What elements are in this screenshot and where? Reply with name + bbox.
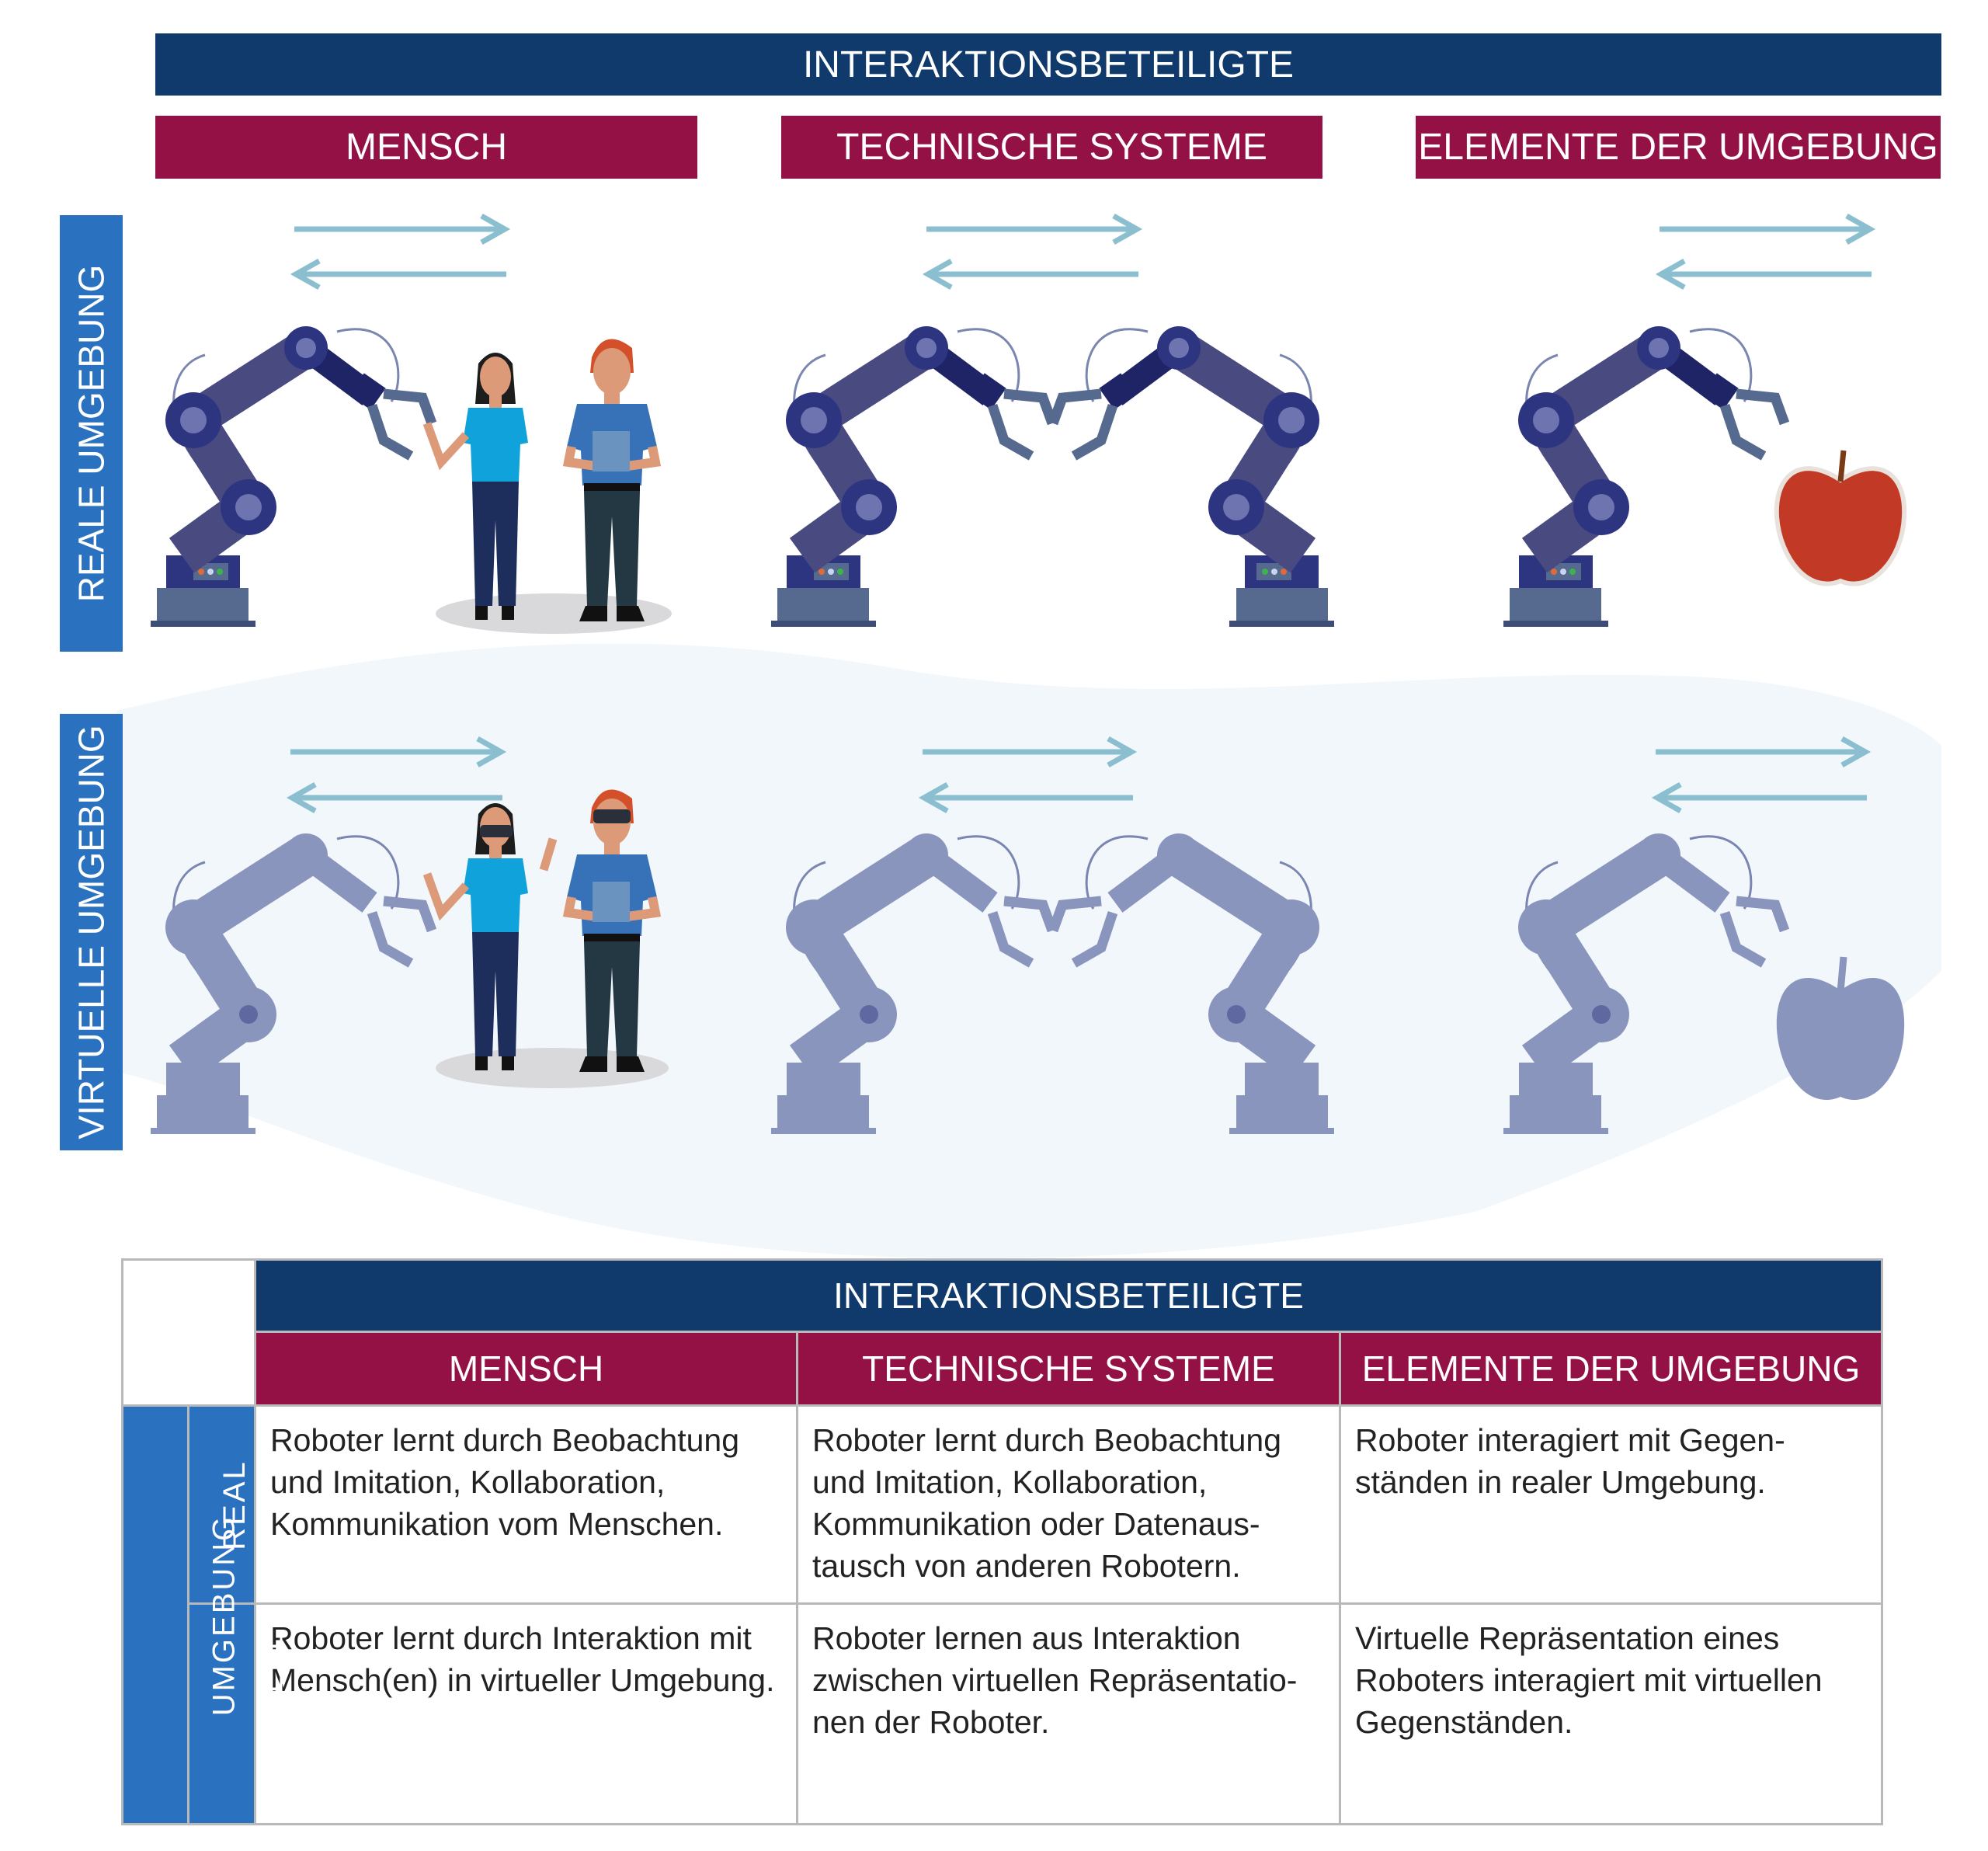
table-corner bbox=[121, 1258, 256, 1407]
table-cell: Roboter lernen aus Interaktion zwischen … bbox=[796, 1602, 1341, 1825]
table-row-group-umgebung: UMGEBUNG bbox=[121, 1404, 241, 1825]
arrow-pair-virtual-umgebung bbox=[1651, 736, 1872, 814]
row-label: VIRTUELL bbox=[255, 1630, 290, 1797]
column-header-technische-systeme: TECHNISCHE SYSTEME bbox=[781, 116, 1322, 179]
row-label: REAL bbox=[217, 1459, 252, 1550]
column-header-elemente-der-umgebung: ELEMENTE DER UMGEBUNG bbox=[1416, 116, 1941, 179]
robot-arm-real-3 bbox=[1053, 326, 1334, 627]
table-row: UMGEBUNG REAL Roboter lernt durch Beobac… bbox=[121, 1404, 1884, 1825]
robot-arm-real-4 bbox=[1503, 326, 1785, 627]
apple-virtual-icon bbox=[1776, 956, 1905, 1101]
person-man-real bbox=[567, 339, 657, 621]
apple-real-icon bbox=[1774, 450, 1907, 586]
vr-headset-icon bbox=[593, 809, 631, 823]
robot-arm-real-2 bbox=[771, 326, 1052, 627]
arrow-pair-real-technik bbox=[922, 213, 1143, 291]
floor-shadow-real bbox=[436, 593, 672, 634]
table-cell: Roboter lernt durch Interaktion mit Mens… bbox=[254, 1602, 798, 1825]
row-label-virtuelle-umgebung: VIRTUELLE UMGEBUNG bbox=[60, 714, 123, 1150]
row-label-text: REALE UMGEBUNG bbox=[71, 264, 112, 603]
robot-arm-real-1 bbox=[151, 326, 432, 627]
table-row-label-virtuell: VIRTUELL bbox=[187, 1602, 290, 1825]
woman-raised-hand bbox=[539, 837, 558, 872]
arrow-pair-virtual-technik bbox=[918, 736, 1138, 814]
arrow-pair-virtual-mensch bbox=[286, 736, 507, 814]
arrow-pair-real-umgebung bbox=[1655, 213, 1876, 291]
header-interaktionsbeteiligte: INTERAKTIONSBETEILIGTE bbox=[155, 33, 1941, 96]
vr-headset-icon bbox=[480, 825, 513, 837]
interaction-arrows bbox=[286, 213, 1876, 814]
table-title: INTERAKTIONSBETEILIGTE bbox=[253, 1258, 1884, 1333]
table-row: VIRTUELL Roboter lernt durch Interaktion… bbox=[123, 1602, 1884, 1825]
row-label-text: VIRTUELLE UMGEBUNG bbox=[71, 725, 112, 1139]
table-col-mensch: MENSCH bbox=[254, 1331, 798, 1407]
arrow-pair-real-mensch bbox=[290, 213, 511, 291]
table-row-label-real: REAL bbox=[187, 1404, 256, 1605]
table-cell: Roboter lernt durch Beobachtung und Imit… bbox=[796, 1404, 1341, 1605]
row-label-reale-umgebung: REALE UMGEBUNG bbox=[60, 215, 123, 652]
table-col-technische-systeme: TECHNISCHE SYSTEME bbox=[796, 1331, 1341, 1407]
illustration-canvas bbox=[116, 213, 1941, 1258]
floor-shadow-virtual bbox=[436, 1048, 669, 1088]
summary-table: INTERAKTIONSBETEILIGTE MENSCH TECHNISCHE… bbox=[121, 1258, 1884, 1825]
table-cell: Roboter interagiert mit Gegen-ständen in… bbox=[1338, 1404, 1884, 1605]
table-cell: Virtuelle Repräsentation eines Roboters … bbox=[1338, 1602, 1884, 1825]
virtual-background bbox=[116, 643, 1941, 1258]
table-col-elemente: ELEMENTE DER UMGEBUNG bbox=[1338, 1331, 1884, 1407]
table-cell: Roboter lernt durch Beobachtung und Imit… bbox=[254, 1404, 798, 1605]
column-header-mensch: MENSCH bbox=[155, 116, 697, 179]
person-woman-real bbox=[427, 353, 528, 620]
